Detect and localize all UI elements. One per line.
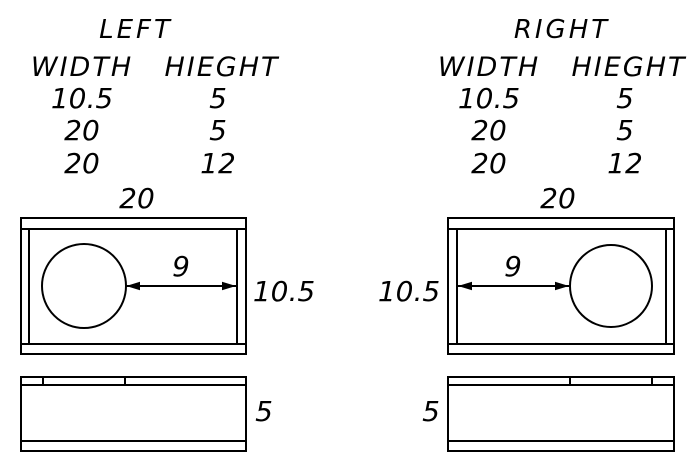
right-front-height-dim: 5 [422,395,440,428]
right-row2-height: 5 [616,114,634,147]
right-row3-height: 12 [607,147,643,180]
left-section: LEFT WIDTH HIEGHT 10.5 5 20 5 20 12 20 9… [20,15,315,452]
right-spec-table: WIDTH HIEGHT 10.5 5 20 5 20 12 [438,52,687,180]
left-top-width-dim: 20 [119,182,155,215]
left-width-header: WIDTH [31,52,133,83]
right-row3-width: 20 [471,147,507,180]
left-hole [41,243,127,329]
right-row2-width: 20 [471,114,507,147]
left-row2-height: 5 [209,114,227,147]
right-row1-width: 10.5 [458,82,520,115]
right-front-view [447,376,675,452]
right-title: RIGHT [514,15,610,45]
left-side-dim: 10.5 [253,275,315,308]
right-section: RIGHT WIDTH HIEGHT 10.5 5 20 5 20 12 20 … [378,15,687,452]
right-hole [569,244,653,328]
left-row2-width: 20 [64,114,100,147]
left-row1-width: 10.5 [51,82,113,115]
right-top-view: 9 [447,217,675,355]
left-top-view: 9 [20,217,247,355]
right-width-header: WIDTH [438,52,540,83]
right-height-header: HIEGHT [571,52,687,83]
left-front-height-dim: 5 [255,395,273,428]
left-front-view [20,376,247,452]
right-row1-height: 5 [616,82,634,115]
right-top-width-dim: 20 [540,182,576,215]
left-spec-table: WIDTH HIEGHT 10.5 5 20 5 20 12 [31,52,280,180]
left-title: LEFT [99,15,173,45]
left-distance-label: 9 [172,250,190,283]
left-row1-height: 5 [209,82,227,115]
left-row3-height: 12 [200,147,236,180]
right-distance-label: 9 [504,250,522,283]
right-side-dim: 10.5 [378,275,440,308]
left-row3-width: 20 [64,147,100,180]
left-height-header: HIEGHT [164,52,280,83]
